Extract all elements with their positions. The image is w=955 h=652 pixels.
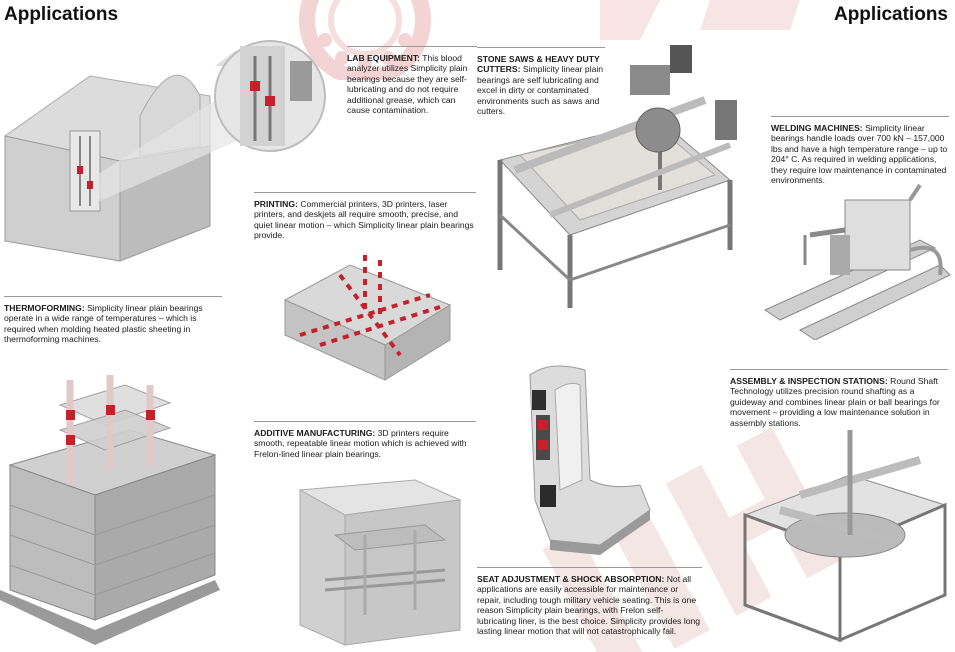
3d-printer-illustration — [298, 479, 462, 646]
page-title-left: Applications — [4, 4, 119, 25]
section-rule — [477, 47, 605, 48]
printing-body: Commercial printers, 3D printers, laser … — [254, 199, 474, 241]
section-rule — [254, 421, 476, 422]
stone-saw-body: Simplicity linear plain bearings are sel… — [477, 64, 604, 117]
welding-heading: WELDING MACHINES: — [771, 123, 863, 133]
printing-section: PRINTING: Commercial printers, 3D printe… — [254, 192, 476, 241]
additive-section: ADDITIVE MANUFACTURING: 3D printers requ… — [254, 421, 476, 459]
stone-saw-illustration — [497, 45, 737, 308]
welding-section: WELDING MACHINES: Simplicity linear bear… — [771, 116, 949, 186]
stone-saw-section: STONE SAWS & HEAVY DUTY CUTTERS: Simplic… — [477, 47, 605, 117]
thermoforming-body: Simplicity linear plain bearings operate… — [4, 303, 203, 345]
thermoforming-section: THERMOFORMING: Simplicity linear plain b… — [4, 296, 222, 345]
lab-equipment-body: This blood analyzer utilizes Simplicity … — [347, 53, 468, 116]
lab-equipment-heading: LAB EQUIPMENT: — [347, 53, 421, 63]
lab-equipment-section: LAB EQUIPMENT: This blood analyzer utili… — [347, 46, 477, 116]
seat-section: SEAT ADJUSTMENT & SHOCK ABSORPTION: Not … — [477, 567, 702, 637]
page-title-right: Applications — [833, 4, 948, 25]
vehicle-seat-illustration — [529, 365, 651, 555]
section-rule — [347, 46, 477, 47]
lab-equipment-illustration — [4, 40, 326, 262]
assembly-heading: ASSEMBLY & INSPECTION STATIONS: — [730, 376, 888, 386]
watermark-bearing-logo — [299, 0, 431, 80]
section-rule — [477, 567, 702, 568]
section-rule — [730, 369, 948, 370]
assembly-body: Round Shaft Technology utilizes precisio… — [730, 376, 940, 428]
seat-heading: SEAT ADJUSTMENT & SHOCK ABSORPTION: — [477, 574, 665, 584]
printer-illustration — [283, 255, 452, 381]
assembly-station-illustration — [743, 430, 947, 643]
thermoforming-heading: THERMOFORMING: — [4, 303, 85, 313]
assembly-section: ASSEMBLY & INSPECTION STATIONS: Round Sh… — [730, 369, 948, 428]
stone-saw-heading: STONE SAWS & HEAVY DUTY CUTTERS: — [477, 54, 600, 75]
section-rule — [4, 296, 222, 297]
printing-heading: PRINTING: — [254, 199, 298, 209]
seat-body: Not all applications are easily accessib… — [477, 574, 701, 637]
additive-heading: ADDITIVE MANUFACTURING: — [254, 428, 376, 438]
watermark-top-right — [600, 0, 800, 40]
welding-machine-illustration — [763, 183, 951, 340]
thermoforming-illustration — [0, 375, 220, 645]
welding-body: Simplicity linear bearings handle loads … — [771, 123, 948, 186]
section-rule — [771, 116, 949, 117]
section-rule — [254, 192, 476, 193]
additive-body: 3D printers require smooth, repeatable l… — [254, 428, 467, 459]
